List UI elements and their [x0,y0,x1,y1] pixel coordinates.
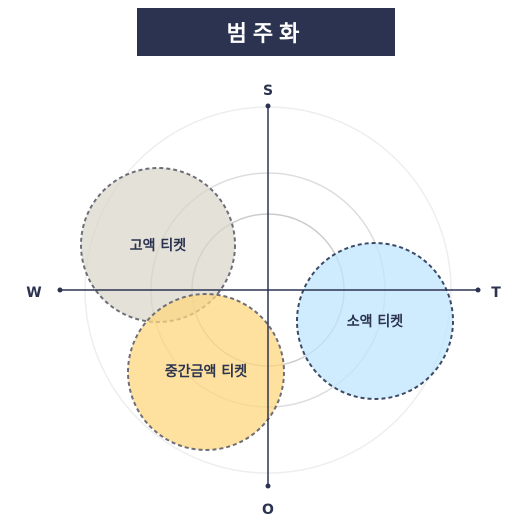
axis-dot-right [475,287,481,293]
axis-dot-left [57,287,63,293]
title-banner: 범주화 [137,8,395,56]
axis-label-left: W [26,285,41,301]
high-ticket-label: 고액 티켓 [130,237,187,254]
axis-dot-bottom [265,483,271,489]
page-title: 범주화 [226,22,306,47]
mid-ticket-label: 중간금액 티켓 [165,363,247,380]
small-ticket-circle [296,242,454,400]
axis-label-top: S [263,83,273,99]
axis-dot-top [265,103,271,109]
axes [57,103,481,489]
axis-label-bottom: O [262,502,274,518]
small-ticket-label: 소액 티켓 [347,313,404,330]
mid-ticket-circle [127,293,285,451]
category-circles [80,167,454,451]
axis-label-right: T [491,285,501,301]
